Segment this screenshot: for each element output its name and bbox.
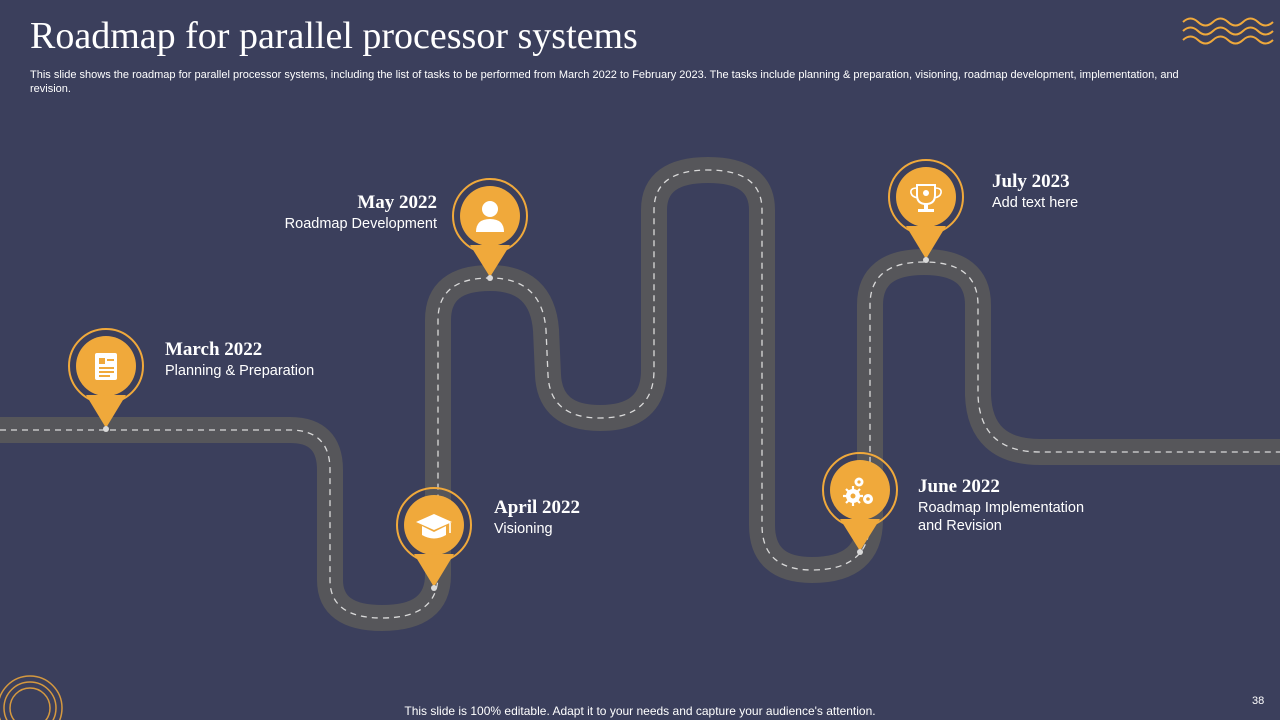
road [0,157,1280,631]
slide-subtitle: This slide shows the roadmap for paralle… [30,69,1179,95]
milestone-task: Visioning [494,521,553,537]
milestone-may: May 2022 Roadmap Development [237,192,437,233]
trophy-icon [910,184,942,212]
milestone-june: June 2022 Roadmap Implementation and Rev… [918,476,1084,535]
person-icon [476,201,504,232]
milestone-date: May 2022 [357,192,437,213]
milestone-task: Planning & Preparation [165,363,315,379]
wave-lines-icon [1182,17,1274,45]
page-number: 38 [1252,695,1265,707]
graduation-cap-icon [416,514,452,539]
milestone-date: July 2023 [992,171,1070,192]
milestone-task: Roadmap Implementation and Revision [918,500,1085,534]
milestone-july: July 2023 Add text here [992,171,1078,212]
milestone-march: March 2022 Planning & Preparation [165,339,314,380]
slide-title: Roadmap for parallel processor systems [30,15,638,57]
milestone-date: April 2022 [494,497,581,518]
milestone-marker-april [396,487,472,591]
gears-icon [843,477,873,506]
milestone-marker-march [68,328,144,432]
concentric-circles-icon [0,675,63,720]
milestone-marker-july [888,159,964,263]
slide-footer: This slide is 100% editable. Adapt it to… [404,704,876,718]
milestone-marker-may [452,178,528,281]
milestone-task: Add text here [992,195,1079,211]
milestone-task: Roadmap Development [284,216,437,232]
milestone-date: June 2022 [918,476,1000,497]
milestone-marker-june [822,452,898,555]
document-icon [95,353,117,380]
milestone-april: April 2022 Visioning [494,497,580,538]
milestone-date: March 2022 [165,339,263,360]
